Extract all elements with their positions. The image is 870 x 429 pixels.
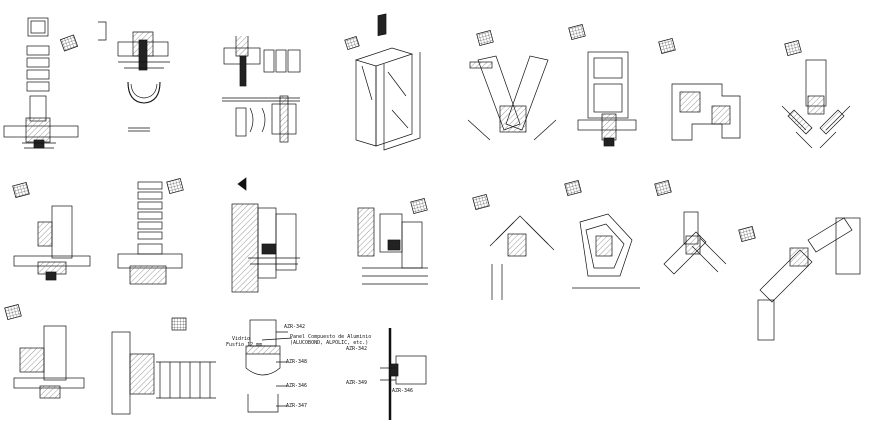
- label-azr-348: AZR-348: [286, 359, 308, 365]
- label-p20-azr-342: AZR-342: [346, 346, 368, 352]
- label-panel-note-1: Panel Compuesto de Aluminio: [290, 334, 372, 340]
- detail-d20: [380, 328, 427, 420]
- detail-d19: [245, 319, 293, 413]
- detail-d13: [472, 193, 555, 300]
- detail-d09: [12, 181, 91, 281]
- detail-d06: [568, 23, 637, 147]
- detail-d01: [3, 17, 79, 149]
- detail-d07: [658, 37, 741, 141]
- detail-d02: [98, 21, 170, 132]
- detail-d11: [231, 177, 300, 293]
- label-p20-azr-349: AZR-349: [346, 380, 368, 386]
- label-azr-346: AZR-346: [286, 383, 308, 389]
- detail-d16: [738, 217, 861, 341]
- label-azr-347: AZR-347: [286, 403, 308, 409]
- label-panel-note-2: (ALUCOBOND, ALPOLIC, etc.): [290, 340, 369, 346]
- detail-d05: [467, 29, 557, 141]
- detail-d10: [117, 177, 184, 285]
- detail-d15: [654, 179, 727, 275]
- label-p20-azr-346: AZR-346: [392, 388, 414, 394]
- detail-d14: [564, 179, 640, 289]
- detail-d03: [222, 36, 301, 143]
- detail-d08: [781, 39, 851, 149]
- label-vidrio-2: Fusfio 12 mm: [226, 342, 263, 348]
- detail-d17: [4, 303, 85, 399]
- detail-d12: [357, 197, 428, 285]
- detail-d04: [344, 13, 421, 151]
- label-vidrio-1: Vidrio: [232, 336, 251, 342]
- detail-d18: [111, 317, 216, 415]
- label-azr-342: AZR-342: [284, 324, 306, 330]
